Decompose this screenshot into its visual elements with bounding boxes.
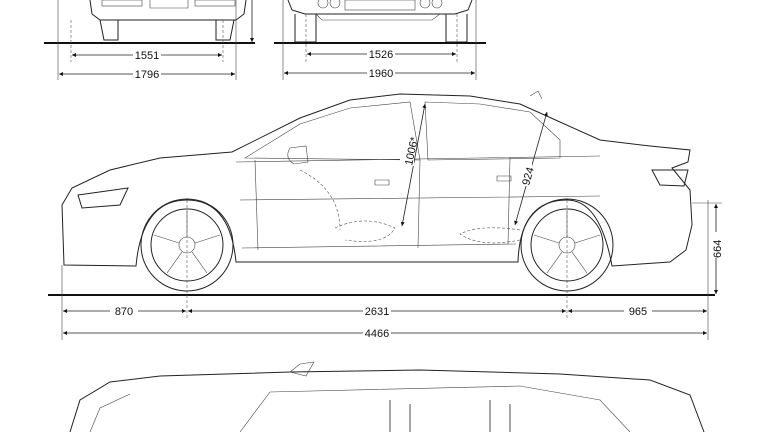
length-label: 4466 (365, 328, 389, 340)
wheelbase-label: 2631 (365, 306, 389, 318)
rear-view: 1526 1960 (274, 0, 486, 80)
rear-window (424, 101, 561, 161)
tail-light (651, 169, 689, 187)
door-handles (374, 175, 512, 186)
mirror-top (289, 361, 315, 377)
side-view: 1006* 924 664 870 2631 965 4466 (48, 90, 724, 340)
front-track-label: 1551 (135, 50, 159, 62)
front-view: 1551 1796 (44, 0, 255, 81)
side-mirror (287, 145, 309, 165)
top-view (69, 361, 705, 432)
rear-headroom-label: 924 (520, 166, 537, 187)
headlight (77, 187, 129, 209)
height-label: 664 (712, 240, 724, 258)
front-window (243, 101, 421, 161)
front-headroom-label: 1006* (403, 135, 421, 166)
front-overhang-label: 870 (115, 306, 133, 318)
front-width-label: 1796 (135, 69, 159, 81)
rear-width-label: 1960 (369, 68, 393, 80)
rear-overhang-label: 965 (629, 306, 647, 318)
rear-track-label: 1526 (369, 49, 393, 61)
